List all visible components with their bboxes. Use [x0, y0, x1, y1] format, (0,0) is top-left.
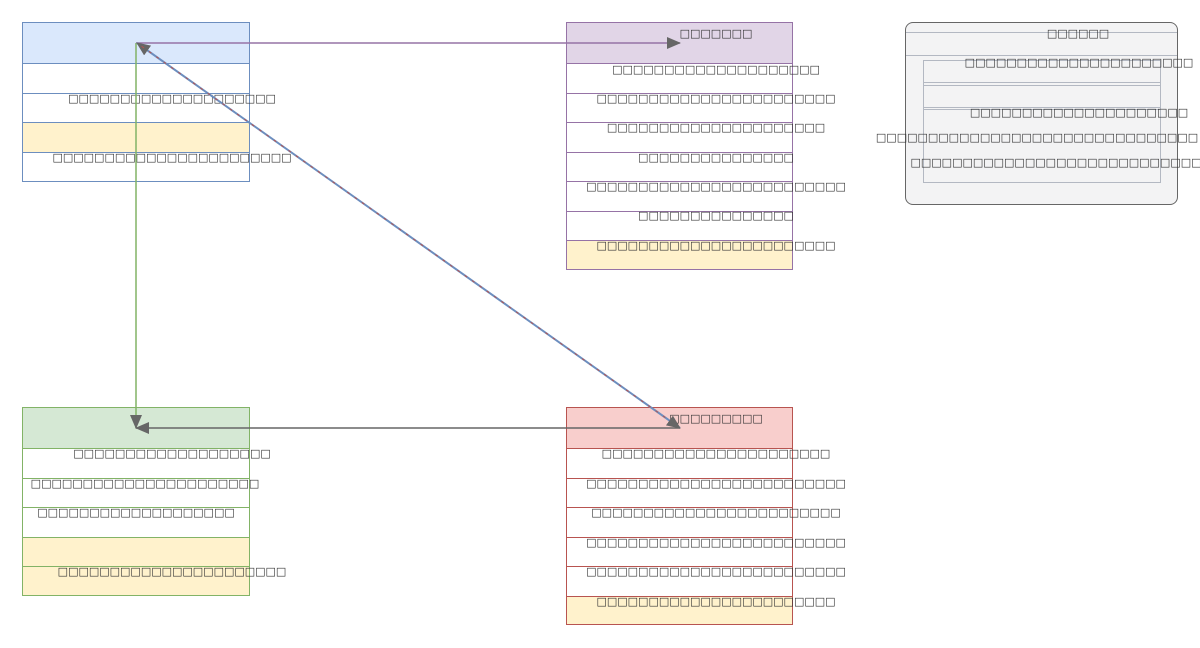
red-row-text: □□□□□□□□□□□□□□□□□□□□□□□□□: [586, 565, 846, 578]
purple-row-text: □□□□□□□□□□□□□□□: [638, 209, 794, 222]
red-row-text: □□□□□□□□□□□□□□□□□□□□□□□□: [591, 506, 841, 519]
green-row-text: □□□□□□□□□□□□□□□□□□□: [73, 447, 271, 460]
purple-row-text: □□□□□□□□□□□□□□□□□□□□□: [606, 121, 826, 134]
table-row[interactable]: [23, 448, 249, 478]
gray-inner-divider: [924, 82, 1160, 83]
table-row[interactable]: [23, 537, 249, 566]
purple-row-text: □□□□□□□□□□□□□□□□□□□□□□□□□: [586, 180, 846, 193]
gray-inner-box[interactable]: [923, 60, 1161, 183]
green-row-text: □□□□□□□□□□□□□□□□□□□□□□: [57, 565, 287, 578]
red-table-title: □□□□□□□□□: [669, 412, 763, 425]
red-row-text: □□□□□□□□□□□□□□□□□□□□□□□□□: [586, 536, 846, 549]
gray-container-line: □□□□□□□□□□□□□□□□□□□□□: [969, 106, 1189, 119]
table-row[interactable]: [567, 566, 792, 596]
purple-row-text: □□□□□□□□□□□□□□□: [638, 151, 794, 164]
blue-row-text: □□□□□□□□□□□□□□□□□□□□: [68, 92, 276, 105]
table-row[interactable]: [567, 537, 792, 566]
red-row-text: □□□□□□□□□□□□□□□□□□□□□□□□□: [586, 477, 846, 490]
gray-inner-divider: [924, 109, 1160, 110]
purple-table-title: □□□□□□□: [679, 27, 753, 40]
gray-container[interactable]: [905, 22, 1178, 205]
gray-container-title: □□□□□□: [1046, 27, 1110, 40]
table-row[interactable]: [567, 448, 792, 478]
purple-row-text: □□□□□□□□□□□□□□□□□□□□□□□: [596, 92, 836, 105]
gray-container-line: □□□□□□□□□□□□□□□□□□□□□□□□□□□□□□□: [875, 131, 1199, 144]
purple-row-text: □□□□□□□□□□□□□□□□□□□□□□□: [596, 239, 836, 252]
table-row[interactable]: [23, 566, 249, 595]
green-table-header: [23, 408, 249, 448]
table-row[interactable]: [567, 596, 792, 624]
table-row[interactable]: [567, 478, 792, 507]
red-row-text: □□□□□□□□□□□□□□□□□□□□□□□: [596, 595, 836, 608]
table-row[interactable]: [23, 122, 249, 152]
table-row[interactable]: [23, 478, 249, 507]
table-row[interactable]: [567, 507, 792, 537]
gray-inner-divider: [924, 85, 1160, 86]
blue-table-header: [23, 23, 249, 63]
gray-inner-divider: [924, 107, 1160, 108]
gray-container-line: □□□□□□□□□□□□□□□□□□□□□□□□□□□□: [910, 156, 1200, 169]
green-row-text: □□□□□□□□□□□□□□□□□□□□□□: [30, 477, 260, 490]
gray-container-header-band: [906, 32, 1177, 56]
blue-row-text: □□□□□□□□□□□□□□□□□□□□□□□: [52, 151, 292, 164]
purple-row-text: □□□□□□□□□□□□□□□□□□□□: [612, 63, 820, 76]
gray-container-line: □□□□□□□□□□□□□□□□□□□□□□: [964, 56, 1194, 69]
table-row[interactable]: [23, 63, 249, 93]
red-entity-table[interactable]: [566, 407, 793, 625]
red-row-text: □□□□□□□□□□□□□□□□□□□□□□: [601, 447, 831, 460]
purple-entity-table[interactable]: [566, 22, 793, 270]
green-row-text: □□□□□□□□□□□□□□□□□□□: [37, 506, 235, 519]
table-row[interactable]: [23, 507, 249, 537]
